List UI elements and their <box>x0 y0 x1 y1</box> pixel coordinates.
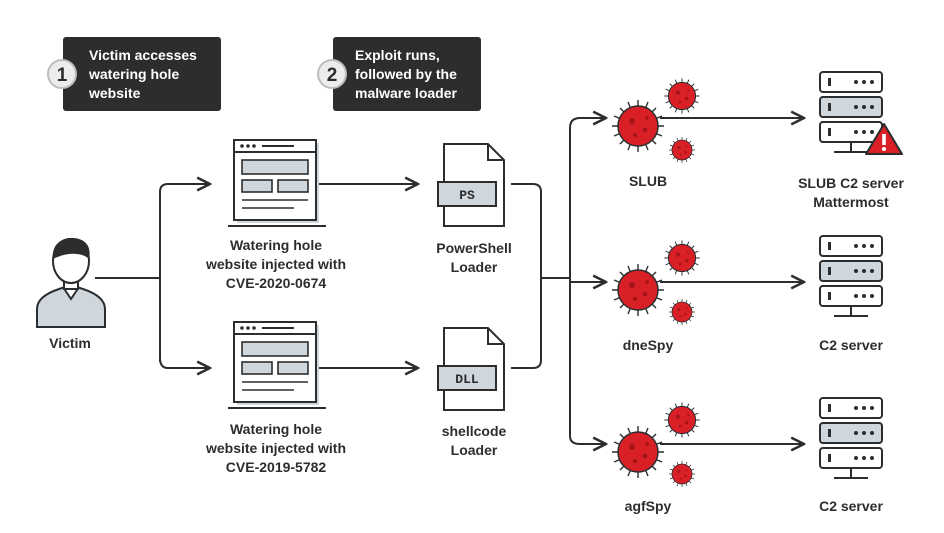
server-icon-1 <box>819 71 883 153</box>
step-2-text: Exploit runs, followed by the malware lo… <box>355 47 457 101</box>
malware-label-1: SLUB <box>628 173 668 189</box>
step-1-text: Victim accesses watering hole website <box>89 47 197 101</box>
loader-doc-icon-1: PS <box>437 143 505 227</box>
loader-badge-1: PS <box>459 188 475 203</box>
malware-label-3: agfSpy <box>624 498 672 514</box>
server-label-3: C2 server <box>819 498 883 514</box>
loader-label-2: shellcode Loader <box>441 423 507 458</box>
malware-icon-1 <box>611 77 701 164</box>
connector-lines <box>95 118 804 444</box>
malware-label-2: dneSpy <box>622 337 674 353</box>
website-icon-1 <box>227 139 327 227</box>
server-label-2: C2 server <box>819 337 883 353</box>
server-icon-3 <box>819 397 883 479</box>
step-1-number: 1 <box>47 59 77 89</box>
loader-label-1: PowerShell Loader <box>436 240 512 275</box>
loader-badge-2: DLL <box>455 372 479 387</box>
website-label-2: Watering hole website injected with CVE-… <box>205 421 347 475</box>
loader-doc-icon-2: DLL <box>437 327 505 411</box>
victim-icon <box>36 237 106 328</box>
step-2-number: 2 <box>317 59 347 89</box>
victim-label: Victim <box>49 335 91 351</box>
server-icon-2 <box>819 235 883 317</box>
step-2-callout: 2 Exploit runs, followed by the malware … <box>317 37 481 111</box>
step-1-callout: 1 Victim accesses watering hole website <box>47 37 221 111</box>
server-label-1: SLUB C2 server Mattermost <box>798 175 904 210</box>
website-label-1: Watering hole website injected with CVE-… <box>205 237 347 291</box>
warning-icon <box>865 123 903 155</box>
website-icon-2 <box>227 321 327 409</box>
